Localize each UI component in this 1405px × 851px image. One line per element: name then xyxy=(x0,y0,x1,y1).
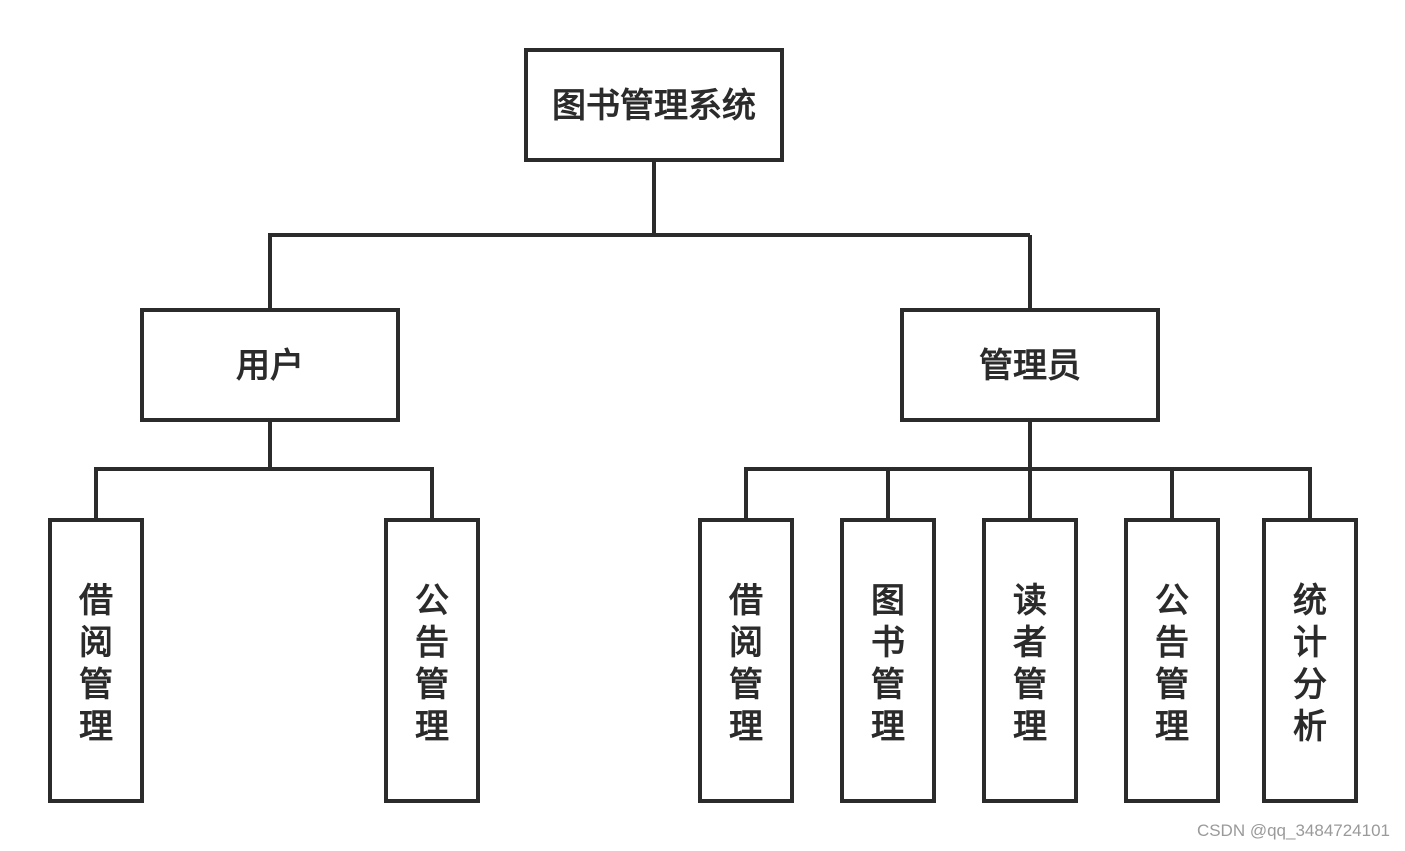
node-root: 图书管理系统 xyxy=(524,48,784,162)
node-user-child-borrow-label: 借阅管理 xyxy=(78,581,113,747)
watermark: CSDN @qq_3484724101 xyxy=(1196,821,1390,840)
node-admin-child-borrow: 借阅管理 xyxy=(698,518,794,803)
node-admin-child-stats: 统计分析 xyxy=(1262,518,1358,803)
node-user-child-notice: 公告管理 xyxy=(384,518,480,803)
node-admin: 管理员 xyxy=(900,308,1160,422)
node-admin-child-notice-label: 公告管理 xyxy=(1155,581,1189,747)
node-admin-child-borrow-label: 借阅管理 xyxy=(728,581,763,747)
node-admin-child-books: 图书管理 xyxy=(840,518,936,803)
connectors xyxy=(94,160,1312,520)
node-admin-child-readers-label: 读者管理 xyxy=(1013,581,1047,747)
node-admin-label: 管理员 xyxy=(979,346,1081,386)
node-user: 用户 xyxy=(140,308,400,422)
node-admin-child-notice: 公告管理 xyxy=(1124,518,1220,803)
node-root-label: 图书管理系统 xyxy=(552,86,756,126)
node-admin-child-stats-label: 统计分析 xyxy=(1293,581,1327,747)
node-admin-child-readers: 读者管理 xyxy=(982,518,1078,803)
node-user-child-borrow: 借阅管理 xyxy=(48,518,144,803)
node-user-label: 用户 xyxy=(236,346,304,386)
node-admin-child-books-label: 图书管理 xyxy=(871,581,905,747)
node-user-child-notice-label: 公告管理 xyxy=(415,581,449,747)
